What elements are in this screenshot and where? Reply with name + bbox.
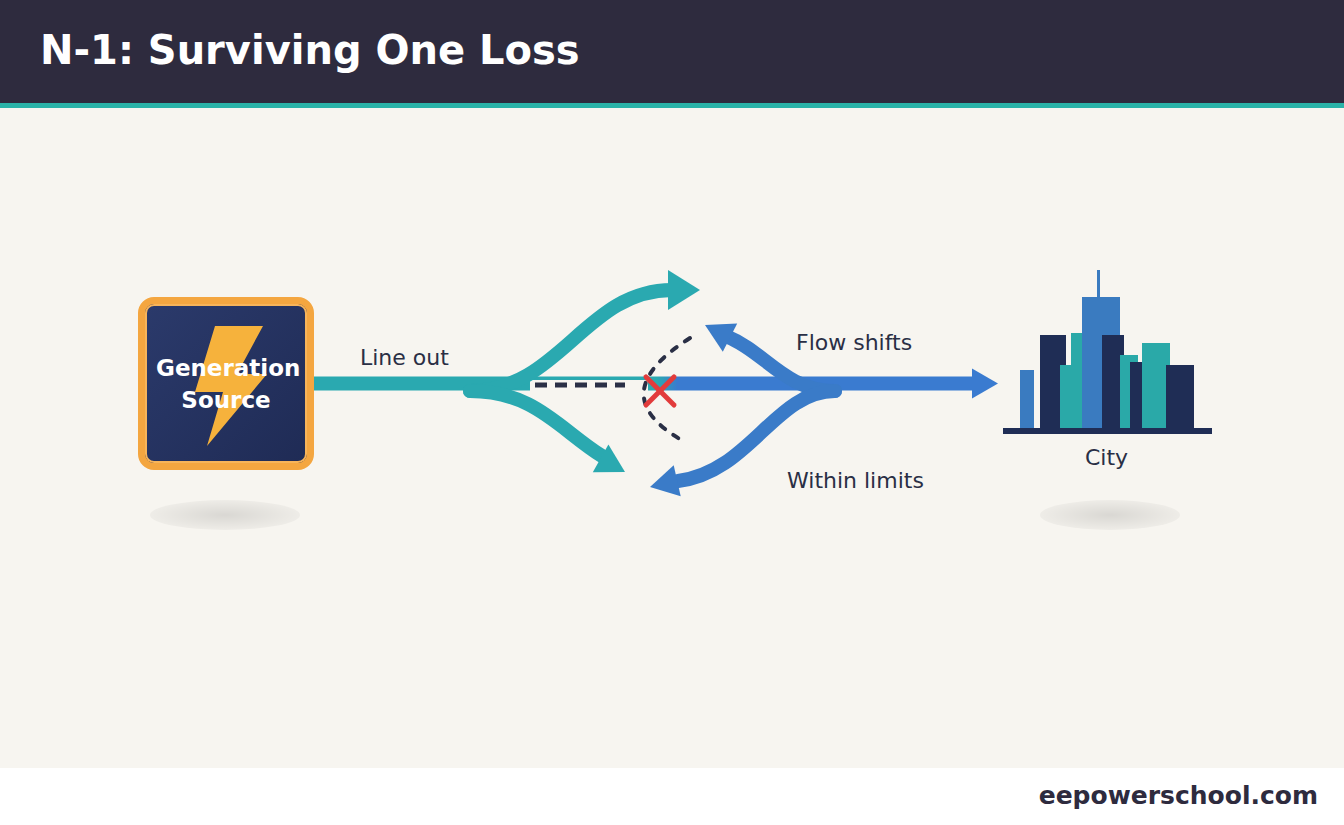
title-underline (0, 103, 1344, 108)
diverted-flow (470, 290, 672, 391)
outaged-line (535, 383, 625, 388)
building (1097, 270, 1100, 297)
building (1166, 365, 1194, 428)
line-gap (530, 380, 648, 402)
node-label: City (998, 444, 1215, 472)
shifted-flow (678, 391, 835, 481)
flow-label: Line out (360, 344, 449, 372)
drop-shadow (1040, 500, 1180, 530)
arrow-head (972, 369, 998, 399)
page-title: N-1: Surviving One Loss (40, 24, 580, 76)
fault-cross (646, 377, 674, 405)
flow-label: Flow shifts (796, 329, 912, 357)
watermark: eepowerschool.com (1039, 782, 1318, 810)
lightning-icon (145, 304, 307, 463)
arrow-head (650, 465, 681, 496)
lightning-bolt (195, 326, 267, 446)
source-box: Generation Source (138, 297, 314, 470)
diverted-flow (470, 391, 602, 456)
arrow-head (593, 444, 625, 472)
building (1020, 370, 1034, 428)
flow-label: Within limits (787, 467, 924, 495)
drop-shadow (150, 500, 300, 530)
fault-cross (646, 377, 674, 405)
ground-line (1003, 428, 1212, 434)
arrow-head (668, 270, 700, 310)
building (1142, 343, 1170, 428)
arrow-head (705, 323, 737, 351)
cut-marker (644, 338, 690, 442)
city-node: City (998, 265, 1215, 480)
node-label: Generation Source (156, 352, 296, 416)
